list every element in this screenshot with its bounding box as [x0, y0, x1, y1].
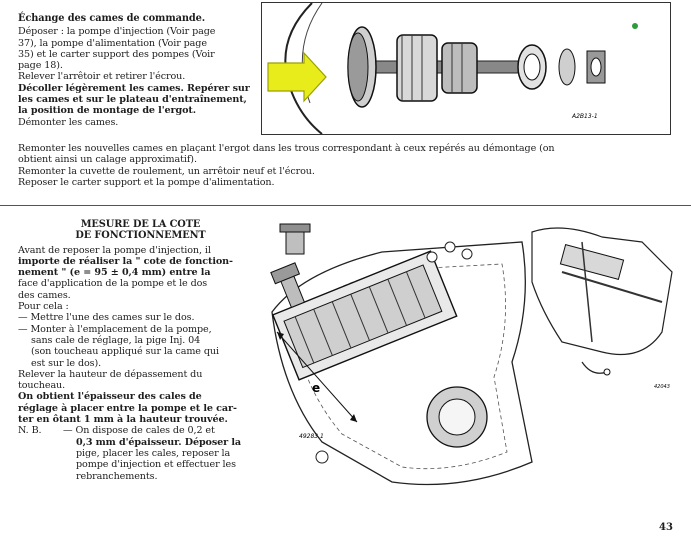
- section-heading-cam-exchange: Échange des cames de commande.: [18, 13, 206, 24]
- para-intro: Avant de reposer la pompe d'injection, i…: [18, 245, 263, 301]
- text-line: Décoller légèrement les cames. Repérer s…: [18, 82, 250, 94]
- bottom-text-block: MESURE DE LA COTE DE FONCTIONNEMENT Avan…: [18, 219, 263, 482]
- text-line: les cames et sur le plateau d'entraîneme…: [18, 94, 247, 106]
- heading-line: MESURE DE LA COTE: [80, 219, 201, 230]
- text-line: 0,3 mm d'épaisseur. Déposer la: [76, 436, 242, 448]
- figure-cam-assembly: A2B13-1: [261, 2, 671, 135]
- text-line: — On dispose de cales de 0,2 et: [63, 425, 215, 437]
- text-line: ter en ôtant 1 mm à la hauteur trouvée.: [18, 414, 228, 426]
- text-line: est sur le dos).: [31, 357, 102, 369]
- top-text-block: Échange des cames de commande. Déposer :…: [18, 13, 258, 128]
- top-text-fullwidth: Remonter les nouvelles cames en plaçant …: [18, 143, 668, 188]
- text-line: importe de réaliser la " cote de fonctio…: [18, 255, 233, 267]
- note-block: N. B. — On dispose de cales de 0,2 et 0,…: [18, 425, 263, 481]
- text-line: (son toucheau appliqué sur la came qui: [31, 346, 219, 358]
- text-line: 35) et le carter support des pompes (Voi…: [18, 48, 215, 60]
- heading-line: DE FONCTIONNEMENT: [75, 230, 206, 242]
- text-line: pige, placer les cales, reposer la: [76, 447, 231, 459]
- section-divider: [0, 205, 691, 206]
- text-line: 37), la pompe d'alimentation (Voir page: [18, 37, 207, 49]
- para-pour-cela: Pour cela :: [18, 301, 69, 313]
- dash-item-gauge: — Monter à l'emplacement de la pompe, sa…: [18, 324, 263, 369]
- text-line: Relever la hauteur de dépassement du: [18, 368, 203, 380]
- step-mark-cams: Décoller légèrement les cames. Repérer s…: [18, 83, 258, 117]
- text-line: toucheau.: [18, 380, 66, 392]
- section-heading-measure: MESURE DE LA COTE DE FONCTIONNEMENT: [18, 219, 263, 242]
- text-line: la position de montage de l'ergot.: [18, 105, 196, 117]
- figure-reference-top: A2B13-1: [571, 113, 598, 120]
- nb-text: — On dispose de cales de 0,2 et 0,3 mm d…: [63, 425, 241, 481]
- figure-pump-gauge: e 49283.1 42043: [262, 212, 687, 497]
- text-line: réglage à placer entre la pompe et le ca…: [18, 402, 237, 414]
- para-overhang: Relever la hauteur de dépassement du tou…: [18, 369, 263, 392]
- para-shim-thickness: On obtient l'épaisseur des cales de régl…: [18, 391, 263, 425]
- step-remove-cams: Démonter les cames.: [18, 116, 119, 128]
- dimension-label-e: e: [312, 381, 320, 395]
- text-line: Déposer : la pompe d'injection (Voir pag…: [18, 26, 216, 38]
- dash-item-cam: — Mettre l'une des cames sur le dos.: [18, 312, 195, 324]
- text-line: page 18).: [18, 60, 63, 72]
- step-lift-lock: Relever l'arrêtoir et retirer l'écrou.: [18, 71, 186, 83]
- text-line: Remonter les nouvelles cames en plaçant …: [18, 143, 555, 154]
- text-line: On obtient l'épaisseur des cales de: [18, 391, 202, 403]
- text-line: sans cale de réglage, la pige Inj. 04: [31, 334, 201, 346]
- figure-reference-right: 42043: [654, 384, 670, 390]
- nb-label: N. B.: [18, 425, 42, 437]
- text-line: rebranchements.: [76, 470, 158, 482]
- page-number: 43: [659, 522, 673, 533]
- step-refit-bearing: Remonter la cuvette de roulement, un arr…: [18, 165, 315, 177]
- text-line: face d'application de la pompe et le dos: [18, 278, 208, 290]
- text-line: obtient ainsi un calage approximatif).: [18, 154, 197, 166]
- text-line: des cames.: [18, 289, 71, 301]
- step-refit-carter: Reposer le carter support et la pompe d'…: [18, 176, 275, 188]
- pump-gauge-drawing: e 49283.1 42043: [270, 223, 673, 486]
- step-refit-cams: Remonter les nouvelles cames en plaçant …: [18, 143, 668, 166]
- yellow-arrow-icon: [267, 51, 327, 103]
- text-line: nement " (e = 95 ± 0,4 mm) entre la: [18, 267, 211, 279]
- cam-assembly-drawing: A2B13-1: [267, 2, 638, 135]
- text-line: — Monter à l'emplacement de la pompe,: [18, 323, 212, 335]
- text-line: pompe d'injection et effectuer les: [76, 459, 236, 471]
- step-remove-pumps: Déposer : la pompe d'injection (Voir pag…: [18, 26, 258, 71]
- text-line: Avant de reposer la pompe d'injection, i…: [18, 244, 211, 256]
- green-dot-icon: [632, 23, 638, 29]
- figure-reference-left: 49283.1: [299, 433, 324, 440]
